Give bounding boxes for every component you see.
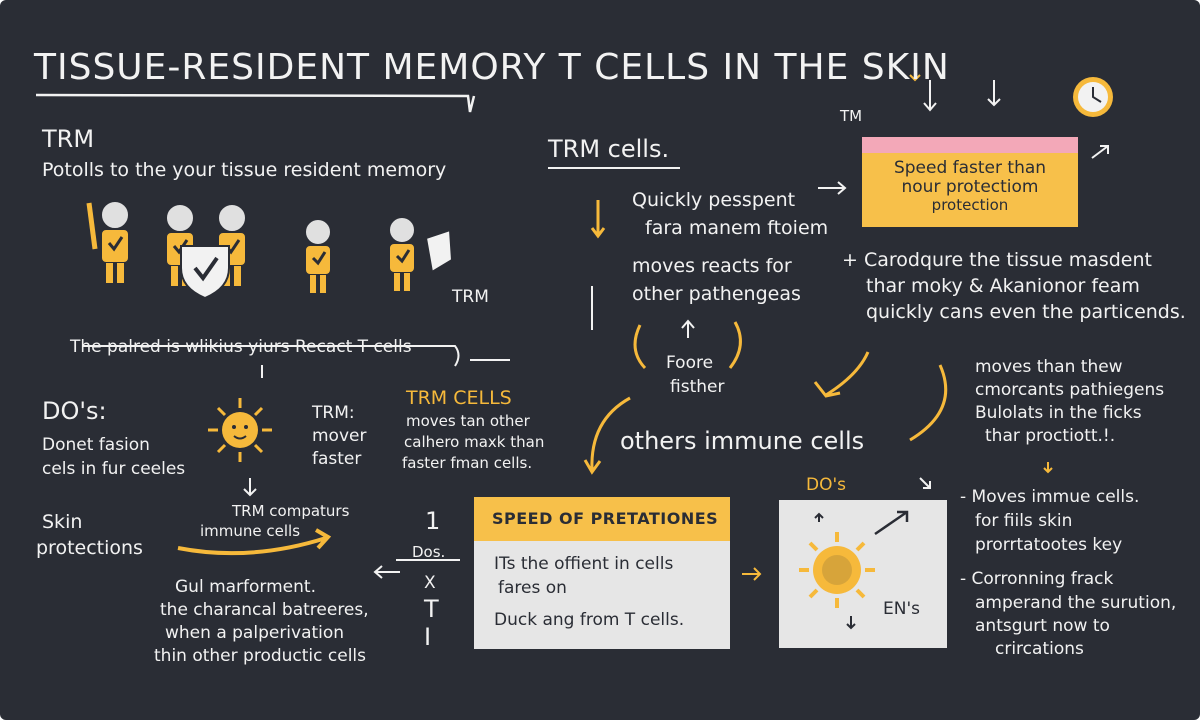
right-block2-line: moves than thew	[975, 357, 1123, 377]
trm-mover-line: TRM:	[312, 403, 355, 423]
down-arrow-icon	[243, 478, 257, 497]
dos-line: Donet fasion	[42, 435, 150, 455]
cell-card: EN's	[779, 500, 947, 648]
center-line: moves reacts for	[632, 255, 792, 277]
sun-cell-icon	[208, 398, 272, 462]
speed-card-line: ITs the offient in cells	[494, 554, 674, 574]
caption-text: The palred is wlikius yiurs Recact T cel…	[70, 337, 412, 357]
curved-arrow-icon	[633, 324, 647, 370]
foore-line: Foore	[666, 353, 714, 373]
right-bullet: crircations	[995, 639, 1084, 659]
dos-heading: DO's:	[42, 397, 107, 425]
diagonal-arrow-icon	[919, 477, 931, 489]
trm-mover-line: mover	[312, 426, 367, 446]
shield-icon	[180, 245, 230, 300]
clock-icon	[1073, 77, 1113, 117]
right-bullet: prorrtatootes key	[975, 535, 1123, 555]
right-bullet: antsgurt now to	[975, 616, 1110, 636]
center-heading: TRM cells.	[548, 135, 670, 163]
diagonal-arrow-icon	[1091, 145, 1109, 159]
skin-line: Skin	[42, 511, 83, 533]
right-block2-line: cmorcants pathiegens	[975, 380, 1165, 400]
curved-arrow-icon	[728, 321, 742, 369]
speed-box: Speed faster than nour protectiom protec…	[862, 137, 1078, 227]
guard-icon	[304, 218, 332, 293]
center-line: fara manem ftoiem	[645, 217, 829, 239]
curved-arrow-icon	[813, 351, 870, 398]
speed-card-line: Duck ang from T cells.	[494, 610, 685, 630]
trm-guards-illustration	[86, 200, 454, 300]
trm-mover-line: faster	[312, 449, 362, 469]
right-block-line: thar moky & Akanionor feam	[866, 275, 1140, 297]
trm-cells-line: moves tan other	[406, 412, 530, 430]
cell-diagram	[799, 510, 909, 630]
trm-compaturs-line: immune cells	[200, 522, 301, 540]
left-arrow-icon	[373, 565, 400, 579]
tm-label: TM	[840, 107, 863, 125]
cell-icon	[799, 532, 875, 608]
right-bullet: - Corronning frack	[960, 569, 1114, 589]
page-title: TISSUE-RESIDENT MEMORY T CELLS IN THE SK…	[34, 47, 950, 88]
right-arrow-icon	[818, 181, 847, 195]
right-bullet: amperand the surution,	[975, 593, 1177, 613]
speed-box-line: protection	[931, 196, 1009, 215]
down-arrow-icon	[846, 616, 856, 630]
dos-line: cels in fur ceeles	[42, 459, 186, 479]
right-block2-line: thar proctiott.!.	[985, 426, 1116, 446]
speed-card-header: SPEED OF PRETATIONES	[474, 497, 730, 541]
title-underline	[35, 93, 476, 113]
symbol: X	[424, 573, 436, 593]
symbol: T	[424, 595, 439, 623]
speed-box-line: Speed faster than	[893, 158, 1047, 178]
right-dos-label: DO's	[806, 475, 847, 495]
trm-cells-heading: TRM CELLS	[406, 387, 512, 409]
right-bullet: - Moves immue cells.	[960, 487, 1140, 507]
trm-subtitle: Potolls to the your tissue resident memo…	[42, 159, 447, 181]
right-block-line: quickly cans even the particends.	[866, 301, 1186, 323]
diagonal-arrow-icon	[874, 510, 909, 536]
bottom-line: the charancal batreeres,	[160, 600, 369, 620]
curved-arrow-icon	[177, 528, 332, 556]
up-arrow-icon	[681, 319, 695, 338]
curved-arrow-icon	[909, 364, 948, 442]
cell-card-label: EN's	[883, 599, 920, 619]
speed-card-line: fares on	[498, 578, 567, 598]
others-immune-cells: others immune cells	[620, 427, 865, 455]
right-block-line: + Carodqure the tissue masdent	[842, 249, 1152, 271]
down-arrow-icon	[590, 200, 606, 239]
up-arrow-icon	[814, 512, 824, 522]
symbol: Dos.	[412, 543, 446, 561]
guard-icon	[86, 200, 130, 283]
down-arrow-icon	[909, 65, 921, 82]
trm-heading: TRM	[42, 125, 95, 153]
bottom-line: thin other productic cells	[154, 646, 367, 666]
right-block2-line: Bulolats in the ficks	[975, 403, 1142, 423]
down-arrow-icon	[987, 80, 1001, 107]
right-arrow-icon	[742, 567, 762, 581]
down-arrow-icon	[923, 80, 937, 112]
guard-icon	[388, 216, 454, 291]
skin-line: protections	[36, 537, 143, 559]
right-bullet: for fiils skin	[975, 511, 1073, 531]
bottom-line: Gul marforment.	[175, 577, 316, 597]
down-arrow-icon	[1043, 462, 1053, 474]
foore-line: fisther	[670, 377, 725, 397]
trm-cells-line: calhero maxk than	[404, 433, 545, 451]
speed-box-line: nour protectiom	[901, 177, 1039, 198]
symbol: I	[424, 623, 432, 651]
trm-cells-line: faster fman cells.	[402, 454, 533, 472]
caption-line	[82, 345, 460, 367]
bottom-line: when a palperivation	[165, 623, 345, 643]
symbol: 1	[425, 507, 441, 535]
trm-label: TRM	[452, 287, 489, 307]
speed-card: SPEED OF PRETATIONES ITs the offient in …	[474, 497, 730, 649]
center-line: other pathengeas	[632, 283, 801, 305]
trm-compaturs-line: TRM compaturs	[232, 502, 350, 520]
center-line: Quickly pesspent	[632, 189, 796, 211]
curved-arrow-icon	[583, 396, 631, 475]
